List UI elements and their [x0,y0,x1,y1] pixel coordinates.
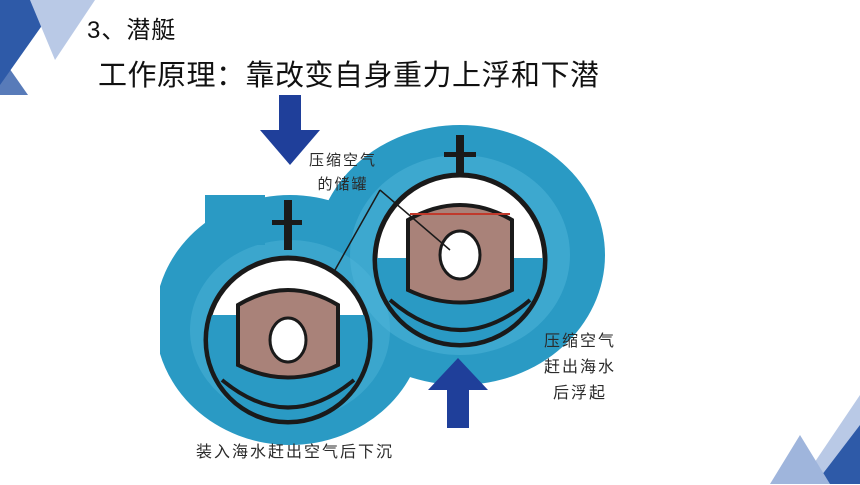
label-right-line-1: 压缩空气 [543,331,616,350]
submarine-illustration: 压缩空气 的储罐 压缩空气 赶出海水 后浮起 装入海水赶出空气后下沉 [155,90,660,480]
up-arrow-icon [428,358,488,428]
label-right-line-2: 赶出海水 [543,357,616,376]
leader-line-right [379,189,451,251]
label-sink-down: 装入海水赶出空气后下沉 [195,442,394,461]
slide-heading: 3、潜艇 [87,17,177,44]
label-right-line-3: 后浮起 [552,383,607,402]
label-tank-line-1: 压缩空气 [308,151,377,169]
principle-text: 工作原理：靠改变自身重力上浮和下潜 [98,60,600,92]
left-submarine [203,200,373,425]
corner-decoration-bottom-right [770,395,860,484]
label-tank-line-2: 的储罐 [317,175,369,193]
down-arrow-icon [260,95,320,165]
right-submarine [372,135,548,348]
corner-decoration-top-left [0,0,95,95]
submarine-diagram [155,95,605,445]
label-compressed-air-tank: 压缩空气 的储罐 [288,148,398,196]
leader-line-left [334,189,381,271]
label-float-up: 压缩空气 赶出海水 后浮起 [530,328,630,406]
